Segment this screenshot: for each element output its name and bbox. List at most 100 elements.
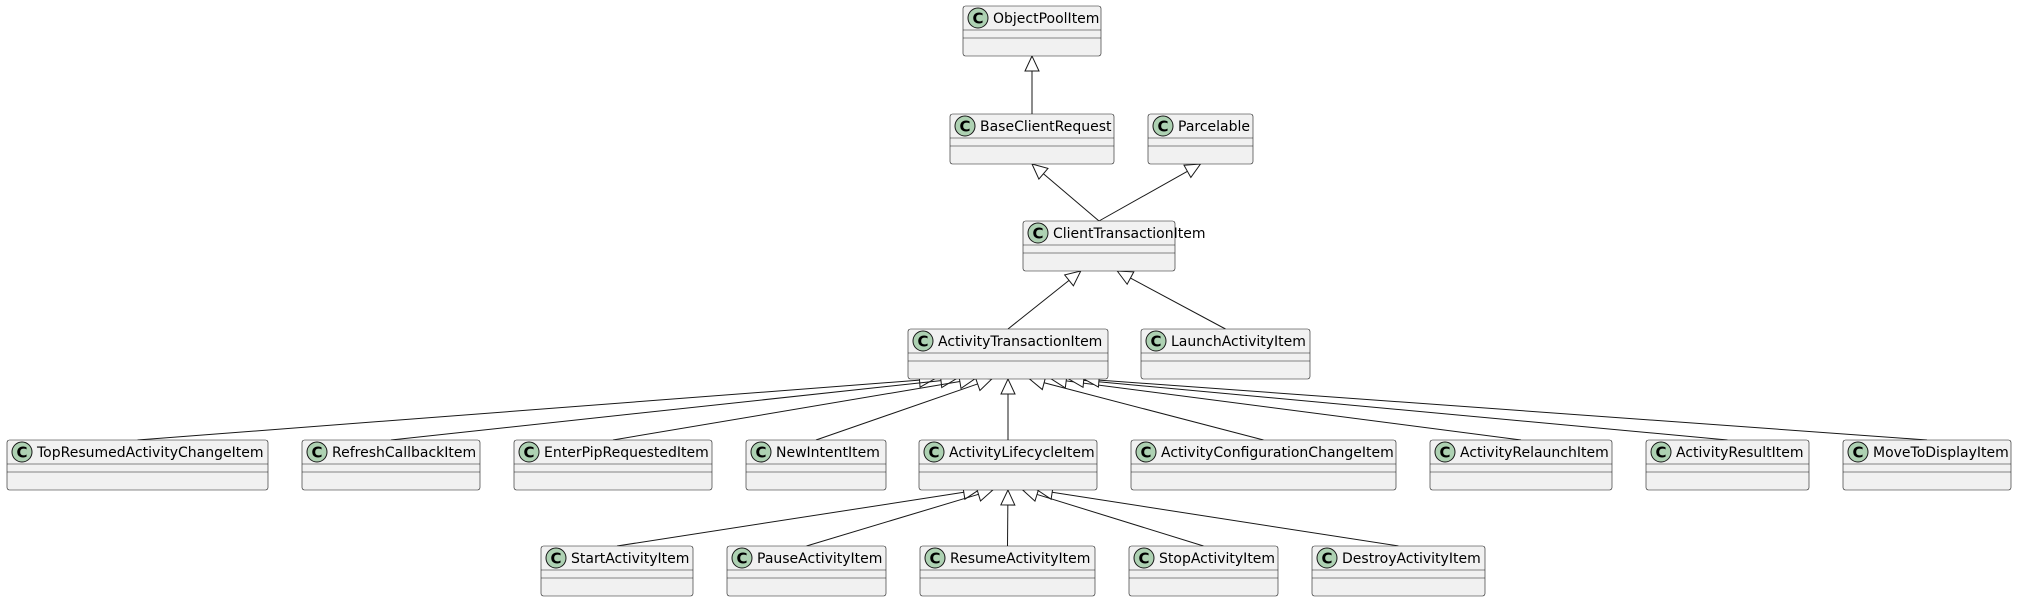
class-badge-icon: C [518, 441, 540, 463]
inheritance-edge-activityresultitem-to-activitytransactionitem [1067, 372, 1728, 441]
class-badge-letter: C [928, 444, 939, 462]
class-parcelable[interactable]: C Parcelable [1147, 113, 1254, 165]
inheritance-edge-clienttransactionitem-to-baseclientrequest [1031, 163, 1100, 222]
class-badge-icon: C [1434, 441, 1456, 463]
class-badge-icon: C [750, 441, 772, 463]
class-badge-letter: C [1321, 550, 1332, 568]
edge-line [1098, 170, 1188, 222]
hollow-triangle-arrow-icon [1000, 488, 1016, 506]
class-box [949, 113, 1115, 165]
class-startactivityitem[interactable]: C StartActivityItem [540, 545, 694, 597]
class-badge-letter: C [1140, 444, 1151, 462]
class-box [1311, 545, 1486, 597]
edge-line [390, 380, 942, 441]
class-launchactivityitem[interactable]: C LaunchActivityItem [1140, 328, 1311, 380]
hollow-triangle-arrow-icon [1024, 54, 1040, 72]
class-name: StartActivityItem [571, 551, 689, 567]
class-badge-icon: C [1145, 330, 1167, 352]
class-name: Parcelable [1178, 119, 1250, 135]
class-name: ActivityResultItem [1676, 445, 1803, 461]
class-refreshcallbackitem[interactable]: C RefreshCallbackItem [301, 439, 481, 491]
inheritance-edge-activitytransactionitem-to-clienttransactionitem [1007, 270, 1082, 330]
class-badge-icon: C [967, 7, 989, 29]
class-badge-icon: C [1135, 441, 1157, 463]
class-box [1130, 439, 1397, 491]
class-box [1842, 439, 2012, 491]
class-badge-icon: C [1133, 547, 1155, 569]
hollow-triangle-arrow-icon [1063, 270, 1082, 287]
class-box [6, 439, 269, 491]
class-box [745, 439, 887, 491]
class-box [1645, 439, 1810, 491]
class-badge-icon: C [923, 441, 945, 463]
edge-line [137, 379, 920, 441]
class-box [301, 439, 481, 491]
hollow-triangle-arrow-icon [1183, 163, 1202, 179]
class-badge-letter: C [523, 444, 534, 462]
class-badge-icon: C [1847, 441, 1869, 463]
class-badge-icon: C [1152, 115, 1174, 137]
inheritance-edge-activityconfigurationchangeitem-to-activitytransactionitem [1028, 375, 1264, 441]
class-enterpiprequesteditem[interactable]: C EnterPipRequestedItem [513, 439, 713, 491]
class-badge-icon: C [306, 441, 328, 463]
hollow-triangle-arrow-icon [1031, 163, 1049, 180]
edge-line [815, 383, 978, 441]
class-badge-letter: C [917, 333, 928, 351]
class-name: DestroyActivityItem [1342, 551, 1481, 567]
inheritance-edge-destroyactivityitem-to-activitylifecycleitem [1036, 484, 1399, 547]
edge-line [1036, 493, 1204, 547]
edge-line [1043, 382, 1264, 441]
class-badge-icon: C [1027, 222, 1049, 244]
edge-line [1130, 277, 1226, 330]
class-box [513, 439, 713, 491]
inheritance-edge-launchactivityitem-to-clienttransactionitem [1116, 270, 1226, 330]
class-badge-letter: C [1655, 444, 1666, 462]
class-badge-icon: C [912, 330, 934, 352]
inheritance-edge-movetodisplayitem-to-activitytransactionitem [1082, 372, 1928, 441]
class-destroyactivityitem[interactable]: C DestroyActivityItem [1311, 545, 1486, 597]
class-badge-icon: C [954, 115, 976, 137]
class-box [1429, 439, 1613, 491]
edge-line [612, 381, 960, 441]
class-activityresultitem[interactable]: C ActivityResultItem [1645, 439, 1810, 491]
class-badge-letter: C [1150, 333, 1161, 351]
edge-line [616, 491, 964, 547]
class-badge-letter: C [959, 118, 970, 136]
class-name: TopResumedActivityChangeItem [36, 445, 263, 461]
class-name: RefreshCallbackItem [332, 445, 476, 461]
class-badge-letter: C [1138, 550, 1149, 568]
edge-line [806, 493, 979, 547]
class-badge-icon: C [1650, 441, 1672, 463]
class-name: LaunchActivityItem [1171, 334, 1306, 350]
class-badge-letter: C [1157, 118, 1168, 136]
class-badge-icon: C [545, 547, 567, 569]
inheritance-edge-topresumedactivitychangeitem-to-activitytransactionitem [137, 372, 936, 441]
edge-line [1066, 380, 1522, 441]
class-box [918, 439, 1098, 491]
class-name: EnterPipRequestedItem [544, 445, 709, 461]
class-badge-letter: C [550, 550, 561, 568]
class-box [962, 5, 1102, 57]
hollow-triangle-arrow-icon [1116, 270, 1135, 286]
class-box [1147, 113, 1254, 165]
class-badge-letter: C [929, 550, 940, 568]
class-badge-letter: C [1032, 225, 1043, 243]
inheritance-edge-startactivityitem-to-activitylifecycleitem [616, 484, 980, 547]
class-badge-letter: C [311, 444, 322, 462]
inheritance-edge-baseclientrequest-to-objectpoolitem [1024, 54, 1040, 114]
